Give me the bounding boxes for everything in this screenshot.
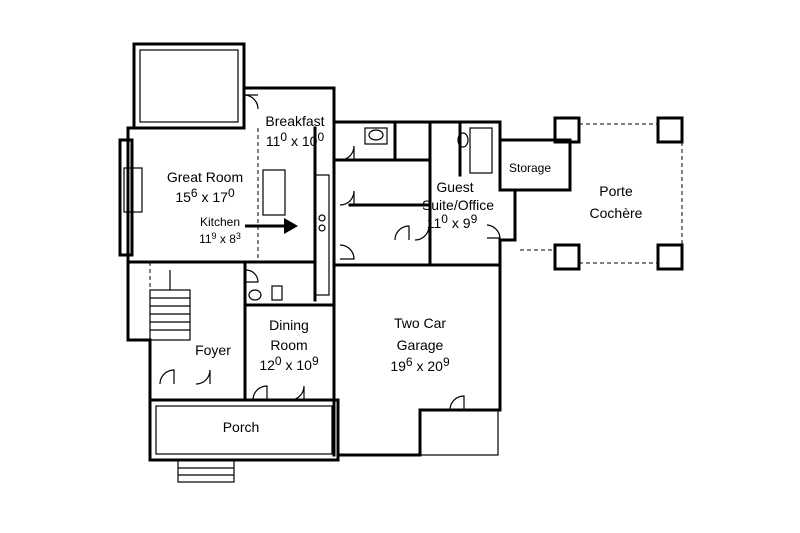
svg-text:Porte: Porte: [599, 183, 633, 199]
label-guest-suite: Guest Suite/Office 110 x 99: [422, 179, 494, 231]
label-storage: Storage: [509, 161, 551, 175]
porte-cochere: [520, 116, 684, 271]
svg-text:Breakfast: Breakfast: [265, 113, 324, 129]
svg-text:Room: Room: [270, 337, 307, 353]
svg-text:Great Room: Great Room: [167, 169, 243, 185]
bathroom-guest: [457, 127, 493, 174]
svg-text:Dining: Dining: [269, 317, 309, 333]
label-garage: Two Car Garage 196 x 209: [390, 315, 450, 374]
dim-guest: 110 x 99: [427, 212, 478, 231]
dim-great-room: 156 x 170: [175, 186, 235, 205]
kitchen-island: [262, 169, 286, 216]
label-foyer: Foyer: [195, 342, 231, 358]
fireplace-bay: [118, 138, 134, 257]
bathroom-upper: [364, 127, 388, 145]
staircase: [149, 270, 191, 341]
svg-text:Guest: Guest: [436, 179, 473, 195]
rear-deck: [132, 42, 246, 130]
label-breakfast: Breakfast 110 x 100: [265, 113, 324, 149]
dim-kitchen: 119 x 83: [199, 231, 241, 246]
front-porch: [148, 398, 340, 462]
label-great-room: Great Room 156 x 170: [167, 169, 243, 205]
fireplace: [123, 167, 143, 213]
dim-breakfast: 110 x 100: [266, 130, 325, 149]
label-porch: Porch: [223, 419, 260, 435]
kitchen-counter: [314, 174, 330, 296]
svg-text:Cochère: Cochère: [590, 205, 643, 221]
dim-dining: 120 x 109: [259, 354, 319, 373]
svg-text:Two Car: Two Car: [394, 315, 446, 331]
svg-text:Garage: Garage: [397, 337, 444, 353]
garage-side-porch: [419, 409, 499, 456]
kitchen-arrow: [245, 218, 298, 234]
svg-text:Suite/Office: Suite/Office: [422, 197, 494, 213]
label-kitchen: Kitchen 119 x 83: [199, 215, 241, 246]
powder-room: [248, 285, 283, 301]
door-swings: [159, 94, 501, 411]
label-porte-cochere: Porte Cochère: [590, 183, 643, 221]
porch-steps: [177, 459, 235, 483]
svg-text:Kitchen: Kitchen: [200, 215, 240, 229]
dim-garage: 196 x 209: [390, 355, 450, 374]
label-dining-room: Dining Room 120 x 109: [259, 317, 319, 373]
